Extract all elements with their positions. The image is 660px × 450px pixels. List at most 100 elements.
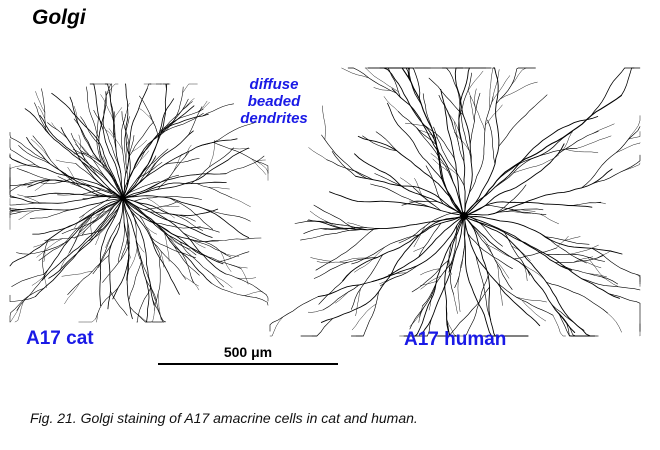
dendrite — [169, 197, 214, 230]
dendrite — [74, 214, 85, 229]
dendrite — [307, 309, 324, 313]
dendrite — [463, 215, 573, 271]
dendrite — [418, 222, 442, 258]
dendrite — [69, 96, 124, 199]
dendrite — [9, 138, 41, 168]
dendrite — [576, 135, 612, 149]
dendrite — [309, 210, 332, 224]
dendrite — [164, 158, 200, 165]
dendrite — [72, 149, 121, 194]
dendrite — [511, 245, 531, 261]
dendrite — [269, 296, 319, 332]
dendrite — [163, 230, 170, 262]
dendrite — [463, 215, 620, 299]
dendrite — [556, 235, 569, 249]
dendrite — [36, 238, 63, 258]
dendrite — [566, 323, 595, 337]
dendrite — [418, 305, 423, 323]
dendrite — [590, 67, 635, 117]
dendrite — [9, 164, 36, 169]
dendrite — [524, 264, 544, 279]
dendrite — [152, 86, 184, 141]
dendrite — [196, 183, 233, 199]
dendrite — [61, 271, 93, 277]
dendrite — [92, 213, 105, 224]
dendrite — [251, 158, 267, 175]
dendrite — [75, 178, 85, 184]
dendrite — [463, 215, 595, 337]
dendrite — [373, 87, 391, 91]
dendrite — [61, 205, 115, 234]
dendrite — [587, 256, 605, 279]
dendrite — [122, 197, 213, 238]
dendrite — [485, 243, 510, 257]
dendrite — [211, 282, 269, 306]
dendrite — [331, 151, 356, 177]
dendrite — [9, 209, 53, 215]
dendrite — [78, 134, 81, 150]
dendrite — [416, 127, 454, 183]
dendrite — [347, 222, 369, 229]
dendrite — [183, 232, 232, 258]
dendrite — [181, 274, 199, 287]
dendrite — [78, 318, 96, 323]
dendrite — [236, 277, 256, 279]
dendrite — [516, 297, 547, 303]
dendrite — [122, 197, 212, 284]
dendrite — [411, 260, 449, 293]
dendrite — [35, 91, 46, 113]
dendrite — [607, 293, 641, 332]
dendrite — [134, 196, 202, 202]
dendrite — [43, 249, 46, 262]
dendrite — [469, 96, 494, 193]
dendrite — [558, 313, 592, 337]
dendrite — [489, 67, 494, 109]
dendrite — [322, 105, 326, 140]
dendrite — [401, 201, 438, 206]
dendrite — [351, 303, 377, 331]
dendrite — [154, 257, 161, 311]
dendrite — [122, 88, 148, 199]
dendrite — [433, 126, 465, 186]
dendrite — [405, 122, 426, 127]
dendrite — [413, 226, 426, 248]
dendrite — [157, 151, 190, 190]
dendrite — [322, 284, 360, 311]
dendrite — [563, 236, 581, 241]
dendrite — [9, 197, 124, 267]
dendrite — [80, 116, 100, 145]
dendrite — [413, 246, 425, 252]
dendrite — [441, 67, 461, 108]
dendrite — [168, 237, 191, 250]
dendrite — [110, 290, 128, 316]
dendrite — [628, 131, 641, 140]
dendrite — [383, 96, 399, 112]
dendrite — [354, 153, 465, 217]
dendrite — [300, 229, 362, 241]
dendrite — [308, 147, 327, 160]
dendrite — [122, 147, 249, 199]
dendrite — [99, 197, 124, 307]
scale-bar-label: 500 μm — [223, 344, 273, 360]
dendrite — [244, 291, 263, 296]
dendrite — [135, 241, 145, 253]
dendrite — [122, 197, 150, 323]
dendrite — [362, 135, 398, 152]
dendrite — [213, 142, 269, 174]
dendrite — [474, 88, 477, 111]
dendrite — [428, 77, 464, 116]
dendrite — [38, 106, 45, 119]
dendrite — [122, 195, 250, 238]
dendrite — [202, 103, 234, 117]
dendrite — [303, 227, 344, 234]
dendrite — [108, 128, 123, 151]
dendrite — [374, 173, 405, 189]
cat-label: A17 cat — [26, 328, 94, 349]
dendrite — [57, 189, 102, 196]
figure-caption: Fig. 21. Golgi staining of A17 amacrine … — [30, 410, 418, 426]
dendrite — [43, 197, 124, 275]
dendrite — [324, 220, 350, 231]
dendrite — [206, 256, 242, 269]
dendrite — [355, 175, 465, 217]
